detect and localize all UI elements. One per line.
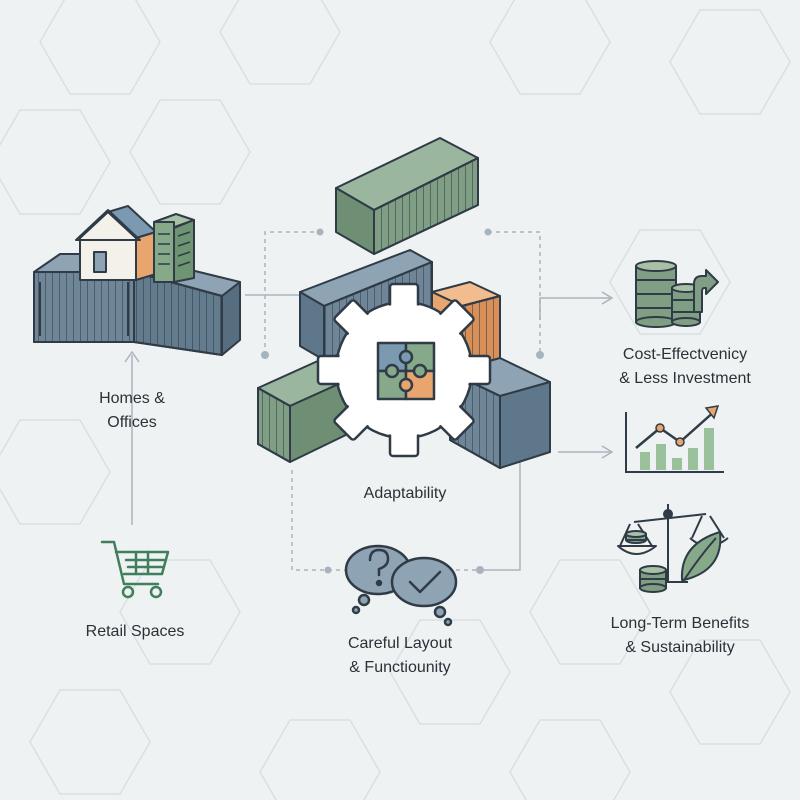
label-retail-spaces: Retail Spaces [60, 620, 210, 644]
label-careful-layout: Careful Layout & Functiounity [320, 632, 480, 680]
gear-icon [316, 282, 492, 458]
label-long-term-benefits: Long-Term Benefits & Sustainability [580, 612, 780, 660]
coin-stack-small-icon [639, 565, 667, 593]
growth-chart-icon [625, 405, 724, 473]
growth-arrow-icon [693, 269, 719, 313]
label-sustain-line1: Long-Term Benefits [610, 615, 750, 632]
label-homes-line2: Offices [107, 414, 157, 431]
label-adaptability: Adaptability [330, 482, 480, 506]
label-homes-offices: Homes & Offices [72, 387, 192, 435]
label-cost-line1: Cost-Effectvenicy [622, 346, 748, 363]
shopping-cart-icon [100, 540, 170, 599]
building-icon [153, 213, 195, 283]
label-layout-line2: & Functiounity [349, 659, 451, 676]
label-homes-line1: Homes & [99, 390, 165, 407]
house-icon [75, 205, 157, 281]
connector-dots [261, 228, 544, 574]
connector-lines [124, 231, 614, 571]
leaf-icon [680, 531, 722, 581]
label-cost-effectiveness: Cost-Effectvenicy & Less Investment [590, 343, 780, 391]
puzzle-icon [376, 341, 436, 401]
label-cost-line2: & Less Investment [619, 370, 751, 387]
label-adaptability-text: Adaptability [363, 485, 447, 502]
label-layout-line1: Careful Layout [347, 635, 453, 652]
coin-stack-icon [635, 260, 701, 328]
container-stack-left [33, 253, 241, 356]
label-sustain-line2: & Sustainability [625, 639, 735, 656]
label-retail-text: Retail Spaces [85, 623, 185, 640]
check-bubble-icon [390, 556, 458, 627]
